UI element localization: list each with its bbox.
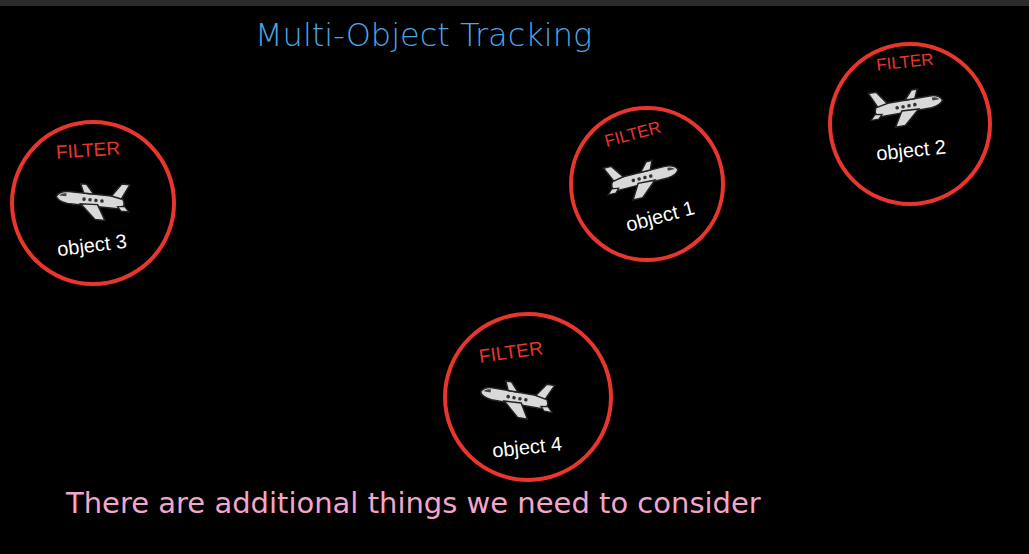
filter-label: FILTER <box>478 338 544 368</box>
filter-label: FILTER <box>876 51 935 76</box>
filter-circle: FILTER object 1 <box>569 106 725 262</box>
filter-circle: FILTER object 2 <box>828 42 992 206</box>
airplane-icon <box>477 373 556 423</box>
airplane-icon <box>866 81 945 131</box>
circle-outline <box>571 108 723 260</box>
circle-outline <box>830 44 990 204</box>
title: Multi-Object Tracking <box>255 16 592 54</box>
object-label: object 1 <box>623 196 696 235</box>
object-label: object 4 <box>491 432 563 461</box>
caption: There are additional things we need to c… <box>66 486 761 520</box>
filter-circle: FILTER object 3 <box>10 120 176 286</box>
filter-label: FILTER <box>603 119 663 152</box>
filter-label: FILTER <box>55 138 120 163</box>
airplane-icon <box>54 177 132 223</box>
circle-outline <box>12 122 174 284</box>
circle-outline <box>445 314 611 480</box>
object-label: object 3 <box>56 230 128 260</box>
airplane-icon <box>602 151 683 206</box>
object-label: object 2 <box>875 135 947 164</box>
filter-circle: FILTER object 4 <box>443 312 613 482</box>
top-bar <box>0 0 1029 6</box>
